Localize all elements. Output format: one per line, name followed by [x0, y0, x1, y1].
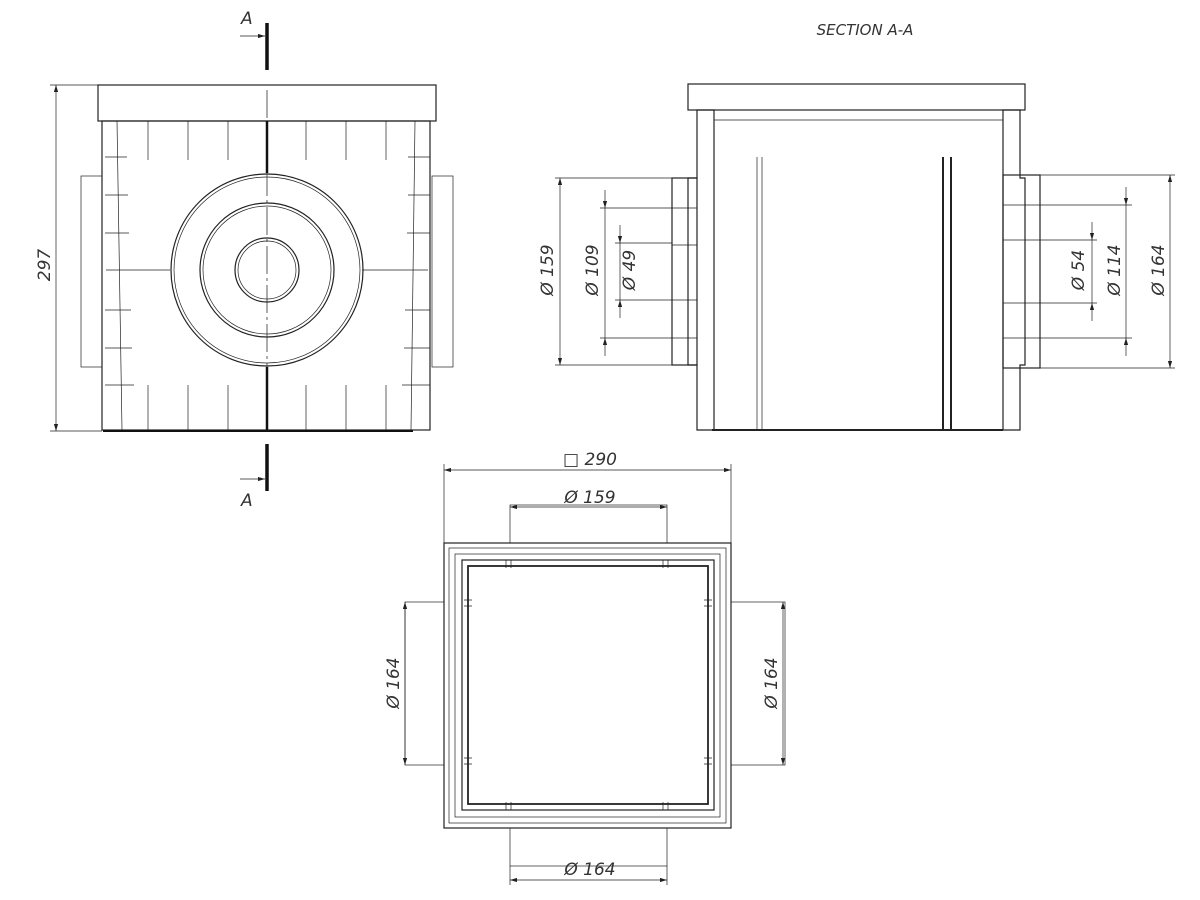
section-title: SECTION A-A [817, 21, 914, 39]
dimension-d159: Ø 159 [538, 244, 558, 296]
top-pipe-dimension: Ø 159 [510, 488, 667, 510]
bottom-pipe-dimension: Ø 164 [509, 860, 668, 885]
right-pipe-socket [1002, 174, 1041, 369]
section-marker-top: A [240, 9, 269, 70]
dimension-d164: Ø 164 [563, 860, 615, 880]
section-view: SECTION A-A Ø 159 Ø 109 Ø 49 [538, 21, 1175, 431]
height-dimension: 297 [35, 84, 102, 432]
left-pipe-socket [671, 177, 698, 366]
dimension-d49: Ø 49 [620, 250, 640, 291]
section-marker-bottom: A [240, 444, 269, 511]
right-pipe-dimension: Ø 164 [762, 602, 786, 765]
front-view: A A 297 [35, 9, 454, 511]
dimension-d164: Ø 164 [1149, 244, 1169, 296]
dimension-d164: Ø 164 [384, 657, 404, 709]
left-dimensions: Ø 159 Ø 109 Ø 49 [538, 177, 672, 366]
width-dimension: □ 290 [443, 450, 732, 543]
dimension-d159: Ø 159 [563, 488, 615, 508]
dimension-d114: Ø 114 [1105, 244, 1125, 296]
top-view: □ 290 Ø 159 Ø 164 Ø 164 Ø 164 [384, 450, 786, 885]
ribs [105, 121, 430, 430]
dimension-297: 297 [35, 249, 55, 282]
dimension-d54: Ø 54 [1069, 250, 1089, 291]
dimension-d109: Ø 109 [583, 244, 603, 296]
section-label: A [240, 491, 253, 511]
section-label: A [240, 9, 253, 29]
right-dimensions: Ø 54 Ø 114 Ø 164 [1040, 174, 1175, 369]
dimension-290: □ 290 [563, 450, 617, 470]
left-pipe-dimension: Ø 164 [384, 602, 408, 765]
dimension-d164: Ø 164 [762, 657, 782, 709]
